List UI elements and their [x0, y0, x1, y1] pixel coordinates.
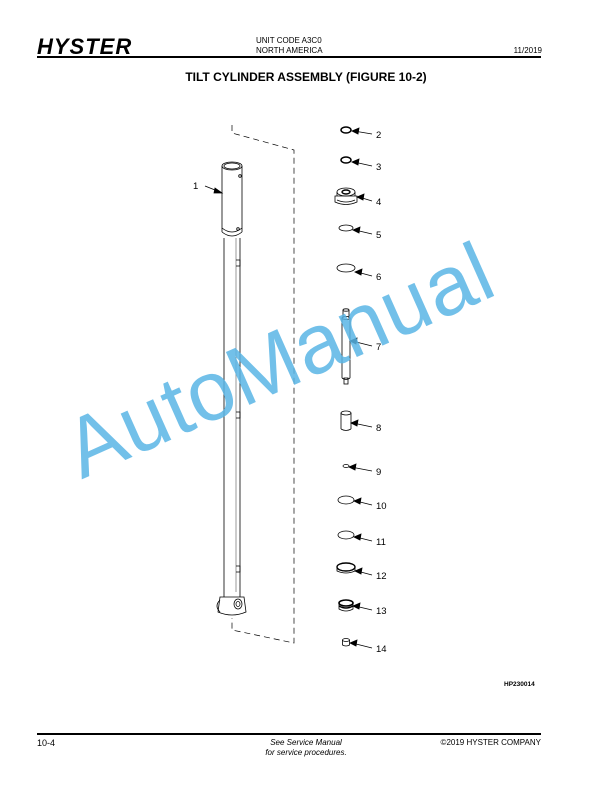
callout-4: 4 [376, 197, 381, 208]
part-13-piston [338, 599, 354, 612]
leader-lines [204, 127, 373, 649]
callout-13: 13 [376, 606, 387, 617]
cylinder-tube [216, 161, 247, 616]
callout-6: 6 [376, 272, 381, 283]
callout-3: 3 [376, 162, 381, 173]
callout-7: 7 [376, 342, 381, 353]
callout-2: 2 [376, 130, 381, 141]
unit-code: UNIT CODE A3C0 [256, 36, 322, 45]
footer-note-line1: See Service Manual [270, 738, 342, 747]
footer-note: See Service Manual for service procedure… [0, 738, 612, 758]
assembly-dash-line [231, 125, 295, 644]
copyright: ©2019 HYSTER COMPANY [440, 738, 541, 747]
footer-note-line2: for service procedures. [265, 748, 347, 757]
part-2-o-ring [340, 126, 352, 134]
header-rule [37, 56, 541, 58]
footer-rule [37, 733, 541, 735]
page-title: TILT CYLINDER ASSEMBLY (FIGURE 10-2) [185, 70, 427, 84]
part-4-gland [334, 187, 358, 205]
unit-code-block: UNIT CODE A3C0 NORTH AMERICA [256, 36, 323, 56]
callout-9: 9 [376, 467, 381, 478]
callout-11: 11 [376, 537, 386, 548]
revision-date: 11/2019 [513, 46, 542, 55]
callout-12: 12 [376, 571, 387, 582]
part-8-spacer [340, 410, 352, 431]
callout-8: 8 [376, 423, 381, 434]
part-12-piston-seal [336, 562, 356, 574]
part-9-o-ring [342, 464, 350, 468]
part-3-o-ring [340, 156, 352, 164]
callout-10: 10 [376, 501, 387, 512]
callout-5: 5 [376, 230, 381, 241]
part-10-wear-ring [337, 495, 355, 505]
brand-logo: HYSTER [37, 34, 133, 59]
page-number: 10-4 [37, 738, 56, 748]
part-5-washer [338, 224, 354, 232]
part-7-piston-rod [341, 308, 351, 385]
region: NORTH AMERICA [256, 46, 323, 55]
part-11-seal [337, 530, 355, 540]
figure-id: HP230014 [504, 681, 535, 688]
callout-1: 1 [193, 181, 198, 192]
part-6-seal [336, 263, 356, 273]
part-14-nut [342, 638, 350, 647]
callout-14: 14 [376, 644, 387, 655]
